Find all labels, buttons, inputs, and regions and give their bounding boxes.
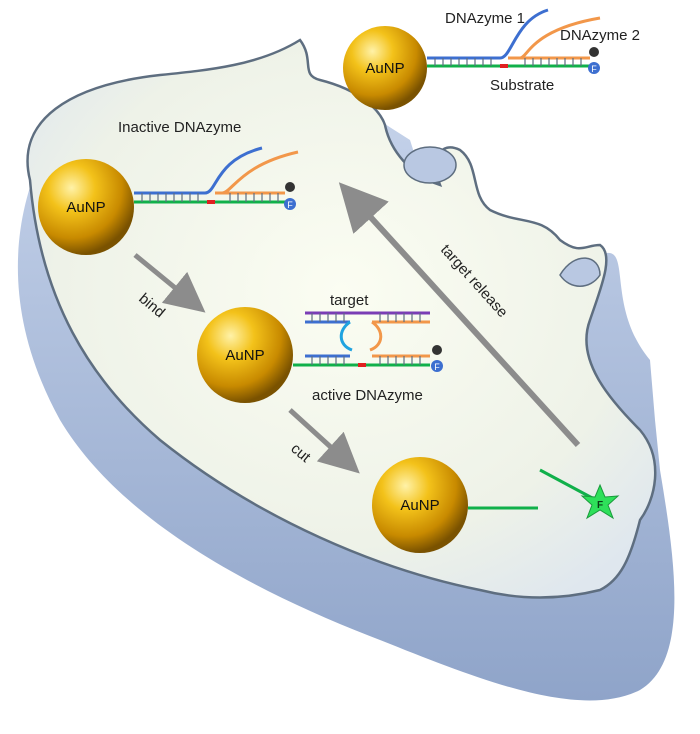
cut-arrow [288,408,360,474]
fluorophore-label: F [434,362,440,372]
aunp-top-label: AuNP [365,60,404,77]
aunp-active [197,307,293,403]
bind-arrow [133,253,206,313]
quencher-icon [285,182,295,192]
membrane-fold [559,257,601,287]
inactive-dnazyme-strands [134,146,299,204]
active-dnazyme-strands [293,311,430,367]
aunp-active-label: AuNP [225,347,264,364]
fluorophore-label: F [591,64,597,74]
target-release-arrow [338,182,581,448]
quencher-icon [432,345,442,355]
quencher-icon [589,47,599,57]
label-inactive-dnazyme: Inactive DNAzyme [118,119,241,136]
label-target: target [330,292,369,309]
aunp-cleaved [372,457,468,553]
released-fragment [539,468,597,502]
label-substrate: Substrate [490,77,554,94]
label-dnazyme1: DNAzyme 1 [445,10,525,27]
label-active-dnazyme: active DNAzyme [312,387,423,404]
aunp-top [343,26,427,110]
fluorescence-burst-icon [580,483,620,520]
released-fluorophore-label: F [597,500,603,511]
membrane-pocket [403,146,457,184]
fluorophore-label: F [287,200,293,210]
fluorophore-icon [431,360,443,372]
fluorophore-icon [284,198,296,210]
aunp-cleaved-label: AuNP [400,497,439,514]
aunp-inactive [38,159,134,255]
cell-membrane [26,38,657,599]
top-dnazyme-complex [427,8,601,68]
fluorophore-icon [588,62,600,74]
label-dnazyme2: DNAzyme 2 [560,27,640,44]
aunp-inactive-label: AuNP [66,199,105,216]
